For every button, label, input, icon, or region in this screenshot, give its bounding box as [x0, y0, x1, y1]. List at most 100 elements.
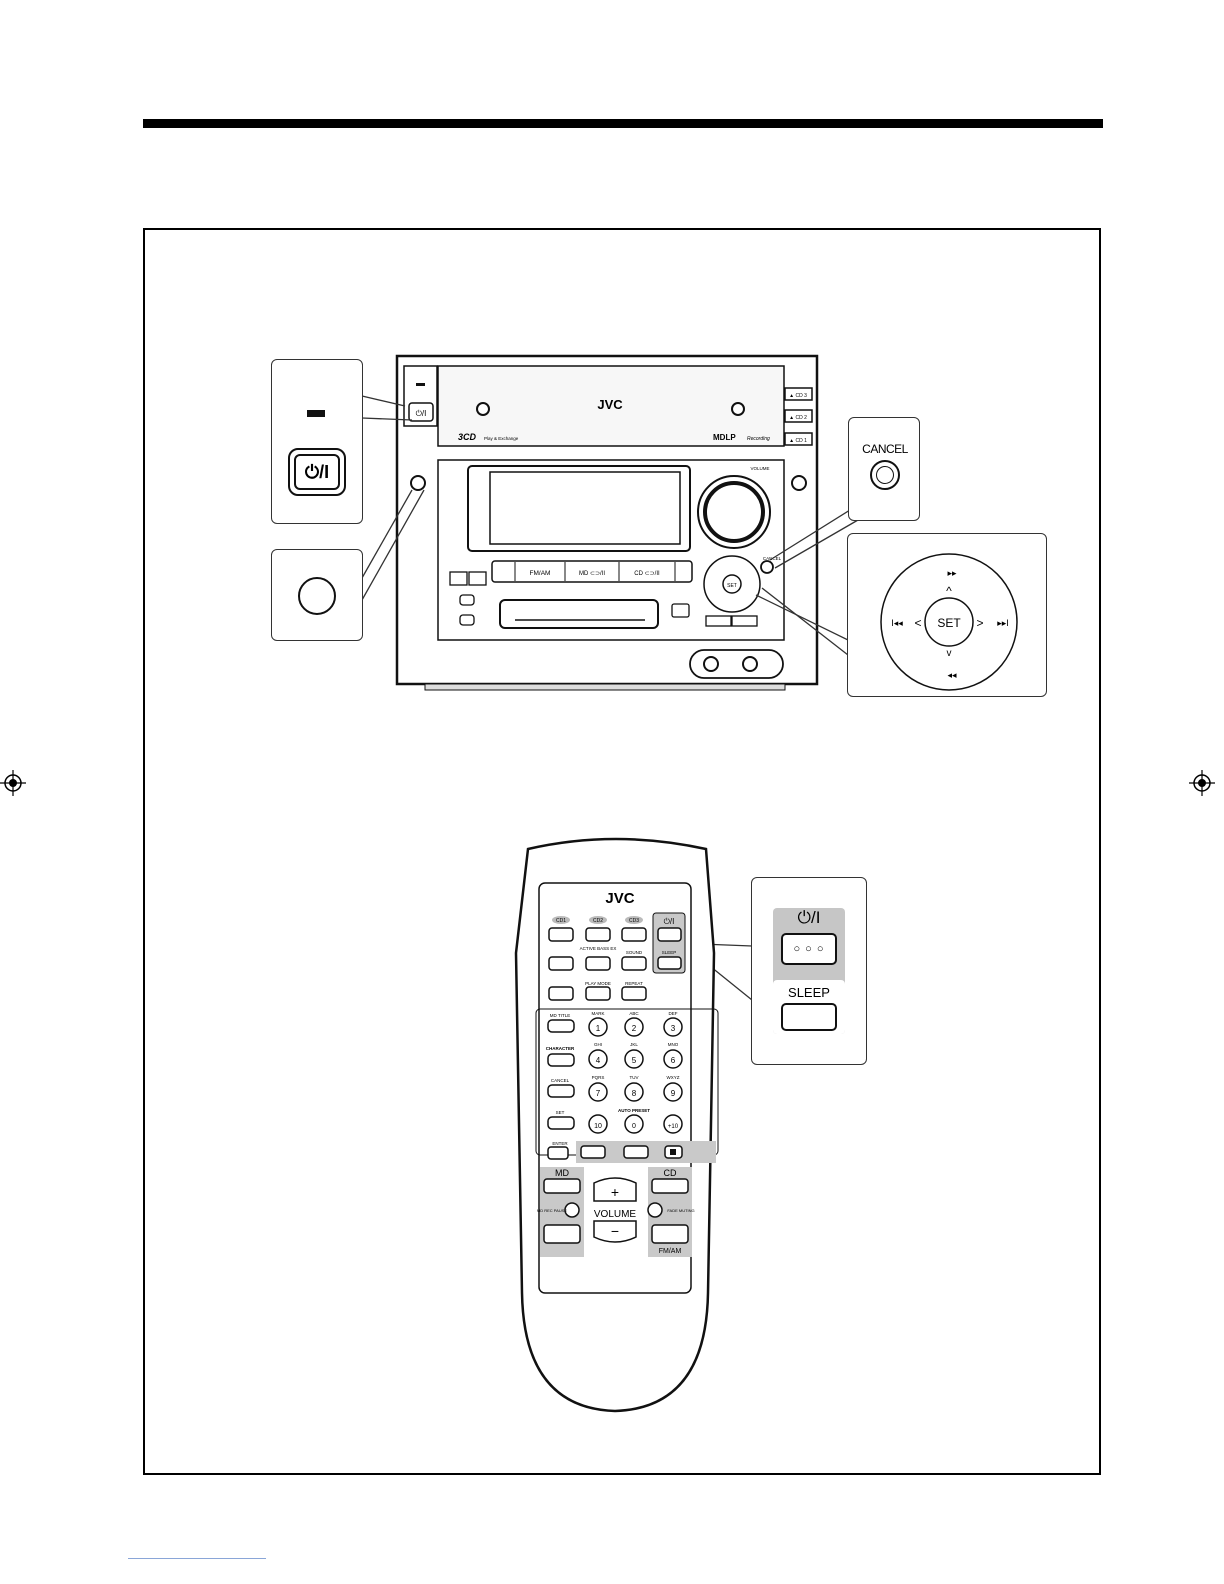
md-slot — [499, 599, 659, 629]
nav-caret-up: ^ — [946, 584, 952, 598]
power-button-large[interactable]: ⏻/I — [288, 448, 346, 496]
remote-cd3-button[interactable] — [621, 927, 647, 942]
cancel-button-large[interactable] — [870, 460, 900, 490]
num-letters-1: MARK — [591, 1011, 604, 1016]
remote-md-play-button[interactable] — [543, 1178, 581, 1194]
unit-display — [489, 471, 681, 545]
figure-frame — [143, 228, 1101, 1475]
remote-cd-label: CD — [664, 1168, 677, 1178]
remote-power-zoom: ⏻/I ○ ○ ○ SLEEP — [773, 908, 845, 1034]
remote-volume-up[interactable] — [593, 1177, 637, 1202]
remote-power-callout: ⏻/I ○ ○ ○ SLEEP — [751, 877, 867, 1065]
num-letters-9: WXYZ — [667, 1075, 680, 1080]
source-md[interactable]: MD ⊂⊃/II — [579, 571, 605, 577]
remote-fade-muting-button[interactable] — [647, 1202, 663, 1218]
remote-fade-label: FADE MUTING — [667, 1208, 694, 1213]
num-9[interactable]: 9 — [671, 1089, 676, 1098]
tray-cd2[interactable]: ▲ CD 2 — [789, 415, 807, 421]
remote-sleep-zoom-button[interactable] — [781, 1003, 837, 1031]
svg-text:−: − — [611, 1223, 619, 1239]
source-fmam[interactable]: FM/AM — [530, 570, 551, 577]
md-sub: Recording — [747, 436, 770, 442]
num-6[interactable]: 6 — [671, 1056, 676, 1065]
registration-mark-left — [0, 770, 26, 796]
num-letters-4: GHI — [594, 1042, 602, 1047]
nav-down-label: ◂◂ — [947, 670, 957, 680]
remote-repeat-label: REPEAT — [625, 981, 643, 986]
disc-tray-buttons: ▲ CD 3 ▲ CD 2 ▲ CD 1 — [784, 387, 813, 446]
volume-small-label: VOLUME — [750, 466, 769, 471]
remote-set-label: SET — [556, 1110, 565, 1115]
unit-brand: JVC — [597, 397, 623, 412]
num-5[interactable]: 5 — [632, 1056, 637, 1065]
disc-sub: Play & Exchange — [484, 436, 519, 441]
num-letters-2: ABC — [629, 1011, 639, 1016]
remote-md-title-button[interactable] — [547, 1019, 575, 1033]
power-callout: ⏻/I — [271, 359, 363, 524]
remote-md-rec-label: MD REC PAUSE — [537, 1208, 567, 1213]
num-letters-3: DEF — [669, 1011, 678, 1016]
num-0[interactable]: 0 — [632, 1123, 636, 1130]
remote-enter-label: ENTER — [552, 1141, 568, 1146]
volume-knob[interactable] — [703, 481, 765, 543]
remote-prev-button[interactable] — [580, 1145, 606, 1159]
tray-cd1[interactable]: ▲ CD 1 — [789, 438, 807, 444]
source-cd[interactable]: CD ⊂⊃/II — [634, 571, 660, 577]
num-3[interactable]: 3 — [671, 1024, 676, 1033]
remote-power-zoom-button[interactable]: ○ ○ ○ — [781, 933, 837, 965]
num-letters-8: TUV — [630, 1075, 639, 1080]
num-2[interactable]: 2 — [632, 1024, 637, 1033]
num-8[interactable]: 8 — [632, 1089, 637, 1098]
remote-number-pad: MARK ABC DEF 1 2 3 GHI JKL MNO 4 5 6 PQR… — [588, 1011, 683, 1134]
remote-cd2-button[interactable] — [585, 927, 611, 942]
remote-control: JVC CD1 CD2 CD3 ⏻/I SLEEP ACTIVE BASS EX… — [514, 837, 719, 1413]
remote-volume-down[interactable] — [593, 1220, 637, 1243]
unit-power-button[interactable] — [408, 402, 434, 422]
nav-pad-large[interactable]: SET ▸▸ ◂◂ I◂◂ ▸▸I ^ v < > — [848, 534, 1048, 698]
nav-set-label: SET — [937, 616, 961, 630]
remote-sleep-label: SLEEP — [662, 950, 677, 955]
remote-power-button[interactable] — [657, 927, 682, 942]
remote-power-label: ⏻/I — [664, 917, 675, 926]
remote-cd-play-button[interactable] — [651, 1178, 689, 1194]
remote-next-button[interactable] — [623, 1145, 649, 1159]
auto-preset-label: AUTO PRESET — [618, 1108, 650, 1113]
registration-mark-right — [1189, 770, 1215, 796]
nav-up-label: ▸▸ — [947, 568, 957, 578]
standby-indicator — [307, 410, 325, 417]
md-logo: MDLP — [713, 433, 736, 442]
remote-cd1-label: CD1 — [556, 918, 566, 924]
remote-play-mode-label: PLAY MODE — [585, 981, 611, 986]
nav-left-label: I◂◂ — [891, 618, 903, 628]
nav-caret-left: < — [914, 616, 921, 630]
tray-cd3[interactable]: ▲ CD 3 — [789, 393, 807, 399]
nav-callout: SET ▸▸ ◂◂ I◂◂ ▸▸I ^ v < > — [847, 533, 1047, 697]
remote-fmam-button[interactable] — [651, 1224, 689, 1244]
lamp-callout — [271, 549, 363, 641]
svg-text:+: + — [611, 1184, 619, 1200]
remote-md-rec-button[interactable] — [564, 1202, 580, 1218]
remote-md-label: MD — [555, 1168, 569, 1178]
remote-cancel-label: CANCEL — [551, 1078, 570, 1083]
unit-cancel-small: CANCEL — [763, 556, 782, 561]
num-10[interactable]: 10 — [594, 1123, 602, 1130]
nav-set-button[interactable] — [924, 597, 974, 647]
footer-line — [128, 1558, 266, 1559]
num-1[interactable]: 1 — [596, 1024, 601, 1033]
remote-character-label: CHARACTER — [546, 1046, 575, 1051]
remote-fmam-label: FM/AM — [659, 1248, 682, 1255]
unit-cancel-button[interactable] — [760, 560, 774, 574]
remote-sleep-button[interactable] — [657, 956, 682, 970]
cancel-callout: CANCEL — [848, 417, 920, 521]
num-plus10[interactable]: +10 — [668, 1124, 679, 1130]
num-letters-7: PQRS — [592, 1075, 605, 1080]
remote-md-title-label: MD TITLE — [550, 1013, 570, 1018]
top-rule — [143, 119, 1103, 128]
remote-sleep-zoom-label: SLEEP — [788, 985, 830, 1000]
standby-lamp-large — [298, 577, 336, 615]
unit-power-label: ⏻/I — [416, 409, 427, 418]
num-7[interactable]: 7 — [596, 1089, 601, 1098]
num-letters-5: JKL — [630, 1042, 638, 1047]
remote-cd1-button[interactable] — [548, 927, 574, 942]
num-4[interactable]: 4 — [596, 1056, 601, 1065]
